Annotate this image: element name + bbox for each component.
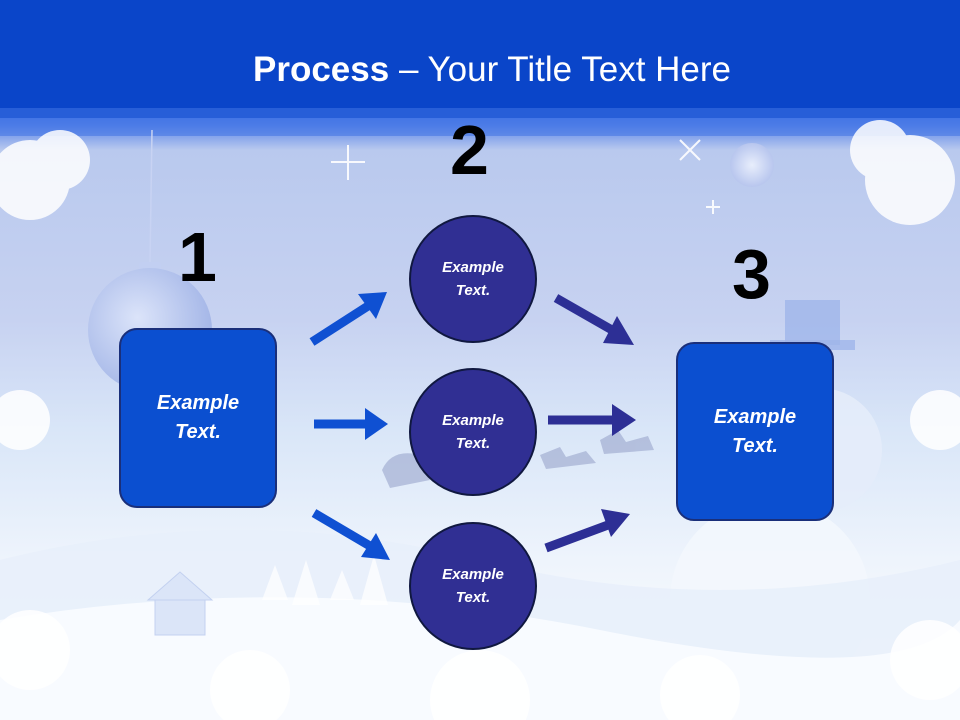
step-2-circle-bottom: Example Text. <box>409 522 537 650</box>
step-number-2: 2 <box>450 111 489 189</box>
step-2-circle-middle: Example Text. <box>409 368 537 496</box>
star-sparkle-icon <box>331 139 720 214</box>
circle-middle-text: Example Text. <box>442 412 504 452</box>
arrow-top-to-3 <box>553 294 634 345</box>
title-bold: Process <box>253 50 390 89</box>
step-3-text: Example Text. <box>713 405 797 457</box>
house-icon <box>146 571 214 636</box>
step-1-text: Example Text. <box>156 392 240 443</box>
moon-icon <box>730 143 774 187</box>
header-band <box>0 0 960 118</box>
title-rest: – Your Title Text Here <box>389 50 731 89</box>
arrow-1-to-top <box>309 292 387 346</box>
slide-title: Process – Your Title Text Here <box>0 50 960 90</box>
circle-top-text: Example Text. <box>442 259 504 299</box>
arrow-middle-to-3 <box>548 404 636 436</box>
arrow-1-to-middle <box>314 408 388 440</box>
step-3-box: Example Text. <box>676 342 834 521</box>
step-1-box: Example Text. <box>119 328 277 508</box>
step-number-1: 1 <box>178 218 217 296</box>
arrow-1-to-bottom <box>311 509 390 560</box>
step-2-circle-top: Example Text. <box>409 215 537 343</box>
step-number-3: 3 <box>732 235 771 313</box>
arrow-bottom-to-3 <box>544 509 630 553</box>
circle-bottom-text: Example Text. <box>442 566 504 606</box>
